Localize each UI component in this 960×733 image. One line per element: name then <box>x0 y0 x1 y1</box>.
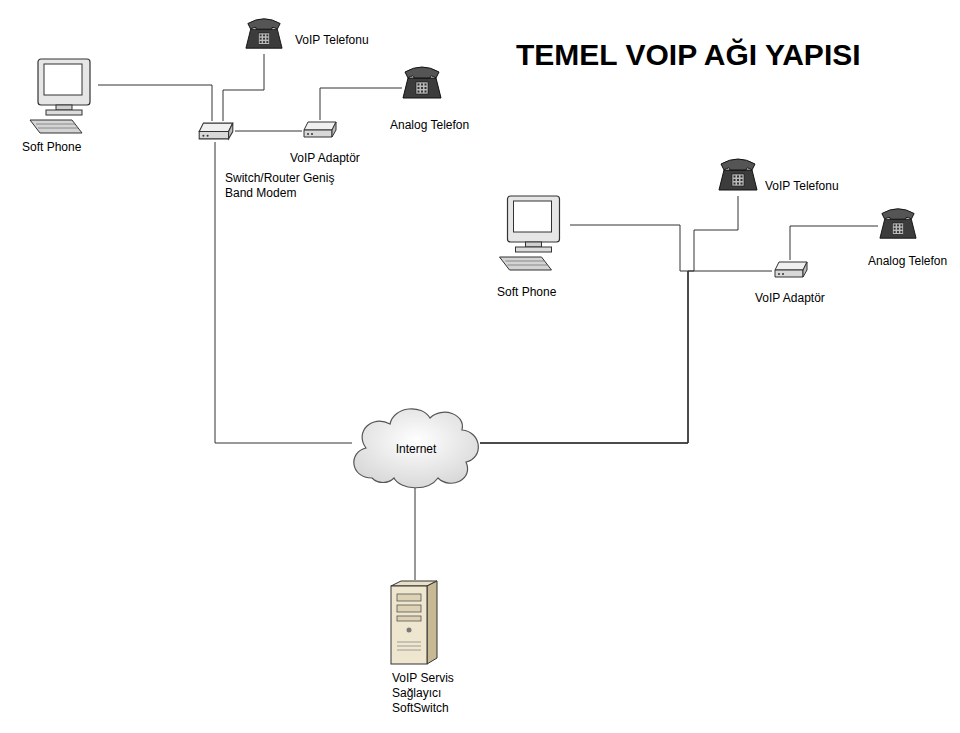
device-label: VoIP Adaptör <box>290 151 360 166</box>
server-icon <box>391 581 437 664</box>
analog-phone-icon <box>880 209 916 238</box>
computer-icon <box>500 196 560 270</box>
adapter-icon <box>775 262 807 277</box>
network-link <box>480 196 738 443</box>
network-link <box>215 142 352 443</box>
soft-phone: Soft Phone <box>495 195 570 273</box>
device-label: Soft Phone <box>497 285 556 300</box>
diagram-title: TEMEL VOIP AĞI YAPISI <box>516 38 861 72</box>
network-link <box>790 226 878 260</box>
internet-cloud: Internet <box>352 410 480 488</box>
network-link <box>320 88 402 120</box>
voip-phone-icon <box>246 19 282 48</box>
device-label: VoIP Adaptör <box>755 291 825 306</box>
device-label: VoIP Servis Sağlayıcı SoftSwitch <box>392 671 488 716</box>
network-link <box>223 54 264 121</box>
voip-phone: VoIP Telefonu <box>718 152 758 196</box>
device-label: Soft Phone <box>22 140 81 155</box>
device-label: Switch/Router Geniş Band Modem <box>225 171 335 201</box>
voip-phone: VoIP Telefonu <box>245 12 283 54</box>
switch-router: Switch/Router Geniş Band Modem <box>197 121 235 142</box>
network-link <box>480 271 772 443</box>
network-link <box>480 225 688 443</box>
voip-adapter: VoIP Adaptör <box>302 120 338 140</box>
analog-phone: Analog Telefon <box>402 62 442 102</box>
softswitch-server: VoIP Servis Sağlayıcı SoftSwitch <box>385 580 440 665</box>
computer-icon <box>30 59 90 133</box>
cloud-label: Internet <box>352 410 480 488</box>
network-link <box>235 131 302 132</box>
voip-adapter: VoIP Adaptör <box>772 260 810 280</box>
switch-icon <box>199 123 233 139</box>
device-label: VoIP Telefonu <box>765 179 839 194</box>
device-label: VoIP Telefonu <box>295 33 369 48</box>
device-label: Analog Telefon <box>868 254 947 269</box>
network-link <box>98 85 212 121</box>
voip-phone-icon <box>719 159 757 190</box>
analog-phone-icon <box>403 67 441 98</box>
adapter-icon <box>304 122 336 137</box>
analog-phone: Analog Telefon <box>878 204 918 242</box>
soft-phone: Soft Phone <box>28 58 98 136</box>
network-link <box>415 488 416 580</box>
device-label: Analog Telefon <box>390 118 469 133</box>
